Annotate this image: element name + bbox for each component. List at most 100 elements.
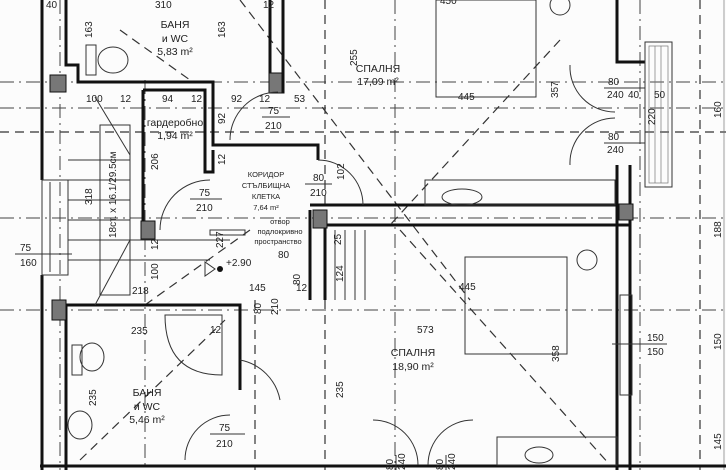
room-area-bath1: 5,83 m² <box>157 46 193 58</box>
room-labels: БАНЯ и WC 5,83 m² гардеробно 1,94 m² КОР… <box>129 19 435 426</box>
room-name-bath1: БАНЯ <box>161 19 190 31</box>
opening-width: 75 <box>20 243 32 254</box>
dimension: 100 <box>150 263 161 280</box>
dimension: 218 <box>132 286 149 297</box>
dimension: 573 <box>417 325 434 336</box>
doors <box>159 64 616 466</box>
opening-label: 80 240 <box>604 132 645 156</box>
opening-width: 75 <box>219 423 231 434</box>
opening-label: 80 240 <box>604 77 645 101</box>
room-area-bedroom2: 18,90 m² <box>392 361 434 373</box>
dimension: 235 <box>131 326 148 337</box>
opening-label: 80 210 <box>305 173 332 199</box>
opening-width: 80 <box>608 77 620 88</box>
room-name-corridor: КОРИДОР <box>248 170 284 179</box>
room-name-wardrobe: гардеробно <box>147 117 203 129</box>
dimension: 12 <box>191 94 203 105</box>
opening-width: 80 <box>385 458 396 470</box>
sink-icon <box>67 410 93 440</box>
toilet-icon <box>97 46 129 74</box>
room-area-bedroom1: 17,09 m² <box>357 76 399 88</box>
opening-height: 150 <box>647 347 664 358</box>
room-name-bedroom1: СПАЛНЯ <box>356 63 400 75</box>
door-swing <box>184 414 231 461</box>
bed <box>464 256 568 355</box>
dimension: 450 <box>440 0 457 7</box>
note-level: +2.90 <box>226 258 252 269</box>
dimension: 445 <box>458 92 475 103</box>
walls <box>40 0 726 470</box>
opening-width: 75 <box>199 188 211 199</box>
room-name-corridor-2: СТЪЛБИЩНА <box>242 181 290 190</box>
dimension: 12 <box>296 283 308 294</box>
dimension: 163 <box>217 21 228 38</box>
room-sub-bath1: и WC <box>162 33 189 45</box>
dimension: 124 <box>335 265 346 282</box>
opening-height: 240 <box>607 90 624 101</box>
dimension: 358 <box>551 345 562 362</box>
room-area-corridor: 7,64 m² <box>253 203 279 212</box>
dimension: 227 <box>215 231 226 248</box>
dimension: 25 <box>333 233 344 245</box>
dimension: 12 <box>210 325 222 336</box>
dimension: 145 <box>713 433 724 450</box>
opening-label: 75 210 <box>262 106 290 132</box>
dimension: 92 <box>217 112 228 124</box>
opening-height: 210 <box>310 188 327 199</box>
dimension: 445 <box>459 282 476 293</box>
opening-labels: 75 210 80 210 75 210 75 160 80 240 80 24… <box>15 77 667 470</box>
opening-width: 80 <box>313 173 325 184</box>
opening-label: 80 240 <box>435 453 458 470</box>
opening-height: 240 <box>447 453 458 470</box>
door-swing <box>427 419 474 466</box>
dimension: 160 <box>713 101 724 118</box>
furniture <box>67 0 618 466</box>
opening-label: 80 240 <box>385 453 408 470</box>
dimension: 40 <box>46 0 58 11</box>
room-area-bath2: 5,46 m² <box>129 414 165 426</box>
room-name-bedroom2: СПАЛНЯ <box>391 347 435 359</box>
door-swing <box>569 64 616 113</box>
dimension: 310 <box>155 0 172 11</box>
room-area-wardrobe: 1,94 m² <box>157 130 193 142</box>
room-name-bath2: БАНЯ <box>133 387 162 399</box>
dimension: 80 <box>253 302 264 314</box>
note-stairs: 18ст. x 16.1/29.5см <box>108 151 119 238</box>
dimension: 235 <box>88 389 99 406</box>
toilet-icon <box>79 342 105 372</box>
opening-width: 80 <box>435 458 446 470</box>
dimension: 40 <box>628 90 640 101</box>
opening-width: 150 <box>647 333 664 344</box>
opening-label: 150 150 <box>612 333 667 358</box>
opening-height: 210 <box>216 439 233 450</box>
dimension: 102 <box>336 163 347 180</box>
note-opening-3: пространство <box>254 237 301 246</box>
dimension: 210 <box>270 298 281 315</box>
dimension: 318 <box>84 188 95 205</box>
dimension: 163 <box>84 21 95 38</box>
door-swing <box>317 159 364 206</box>
opening-label: 75 210 <box>190 188 222 214</box>
opening-height: 240 <box>607 145 624 156</box>
dimension: 150 <box>713 333 724 350</box>
notes: отвор подлокривно пространство 18ст. x 1… <box>108 151 303 269</box>
note-opening: отвор <box>270 217 290 226</box>
dimension: 92 <box>231 94 243 105</box>
dimension: 12 <box>120 94 132 105</box>
dimension: 255 <box>349 49 360 66</box>
opening-width: 80 <box>608 132 620 143</box>
dimension: 12 <box>150 238 161 250</box>
opening-label: 75 210 <box>210 423 245 450</box>
dimension: 12 <box>263 0 275 11</box>
columns <box>49 72 634 321</box>
dimension: 235 <box>335 381 346 398</box>
room-name-corridor-3: КЛЕТКА <box>252 192 280 201</box>
door-swing <box>569 117 616 166</box>
dimension: 206 <box>150 153 161 170</box>
note-opening-2: подлокривно <box>257 227 302 236</box>
dimension: 188 <box>713 221 724 238</box>
room-sub-bath2: и WC <box>134 401 161 413</box>
dimension: 12 <box>259 94 271 105</box>
dimension: 100 <box>86 94 103 105</box>
opening-height: 210 <box>196 203 213 214</box>
